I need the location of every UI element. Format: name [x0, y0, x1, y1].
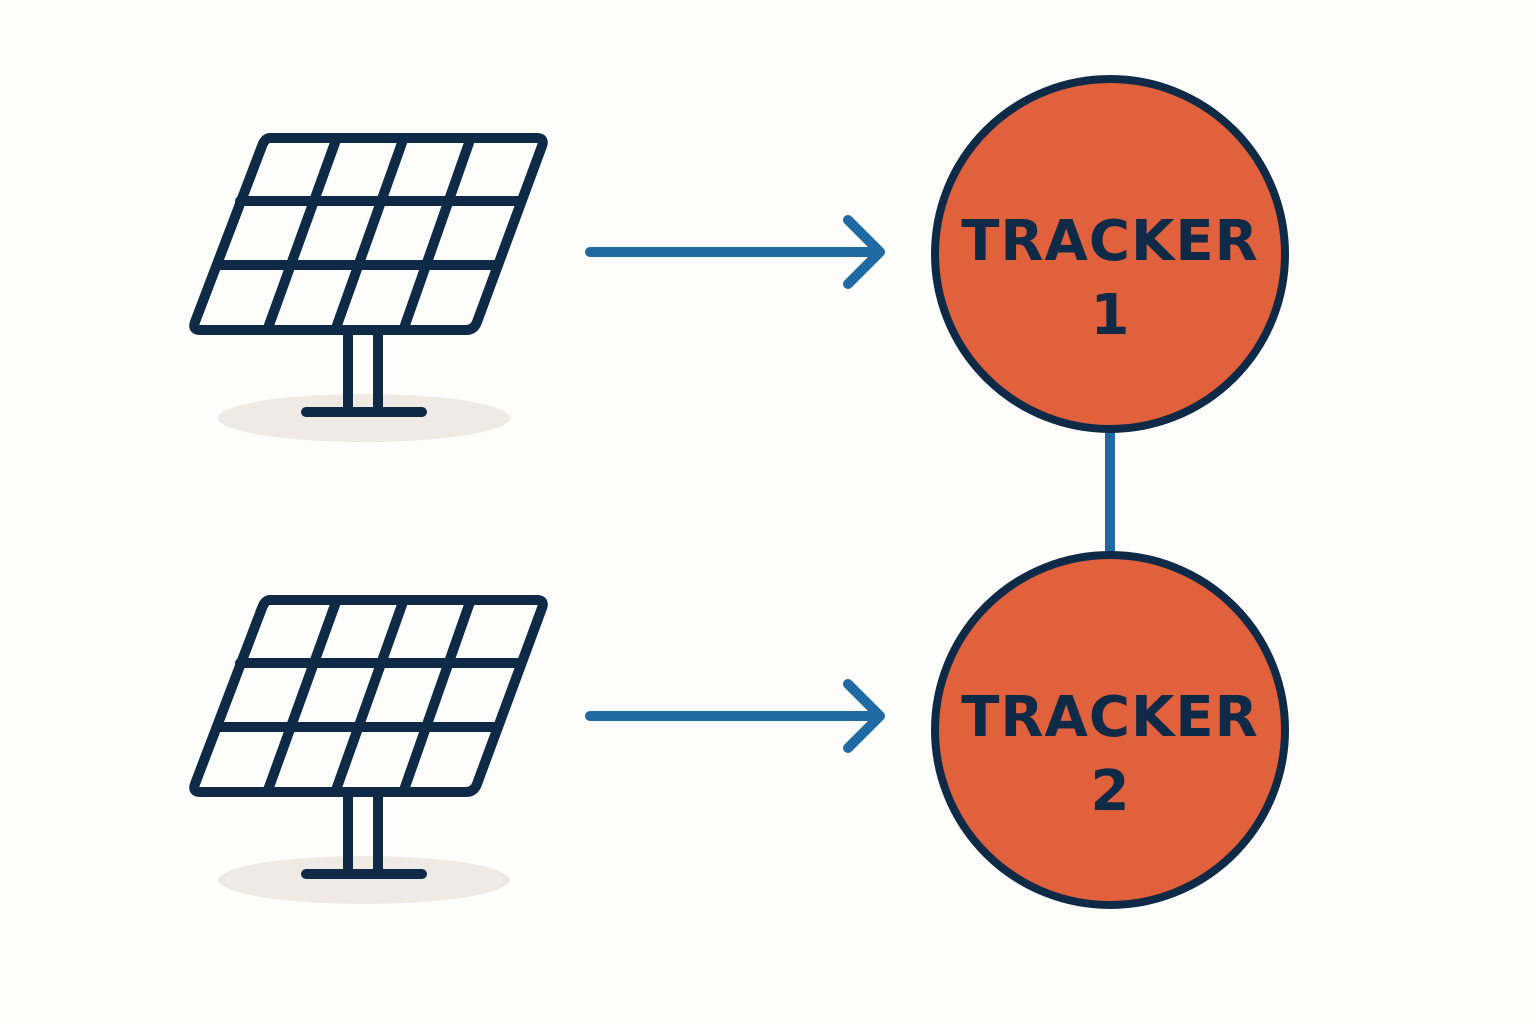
solar-panel-2-icon — [189, 595, 548, 904]
tracker-number: 1 — [1091, 283, 1130, 348]
arrow-head-icon — [843, 215, 885, 289]
tracker-label: TRACKER — [961, 209, 1259, 274]
tracker-2-node: TRACKER 2 — [931, 551, 1289, 909]
tracker-1-node: TRACKER 1 — [931, 75, 1289, 433]
panel-frame — [189, 595, 548, 797]
arrow-2 — [585, 679, 885, 753]
tracker-circle — [931, 551, 1289, 909]
panel-frame — [189, 133, 548, 335]
solar-panel-1-icon — [189, 133, 548, 442]
ground-shadow — [218, 856, 510, 904]
tracker-circle — [931, 75, 1289, 433]
ground-shadow — [218, 394, 510, 442]
tracker-label: TRACKER — [961, 685, 1259, 750]
tracker-number: 2 — [1091, 759, 1130, 824]
panel-col-line — [331, 135, 408, 333]
panel-col-line — [399, 135, 475, 333]
panel-col-line — [263, 597, 341, 795]
arrow-1 — [585, 215, 885, 289]
arrow-head-icon — [843, 679, 885, 753]
panel-col-line — [263, 135, 341, 333]
panel-col-line — [331, 597, 408, 795]
panel-col-line — [399, 597, 475, 795]
